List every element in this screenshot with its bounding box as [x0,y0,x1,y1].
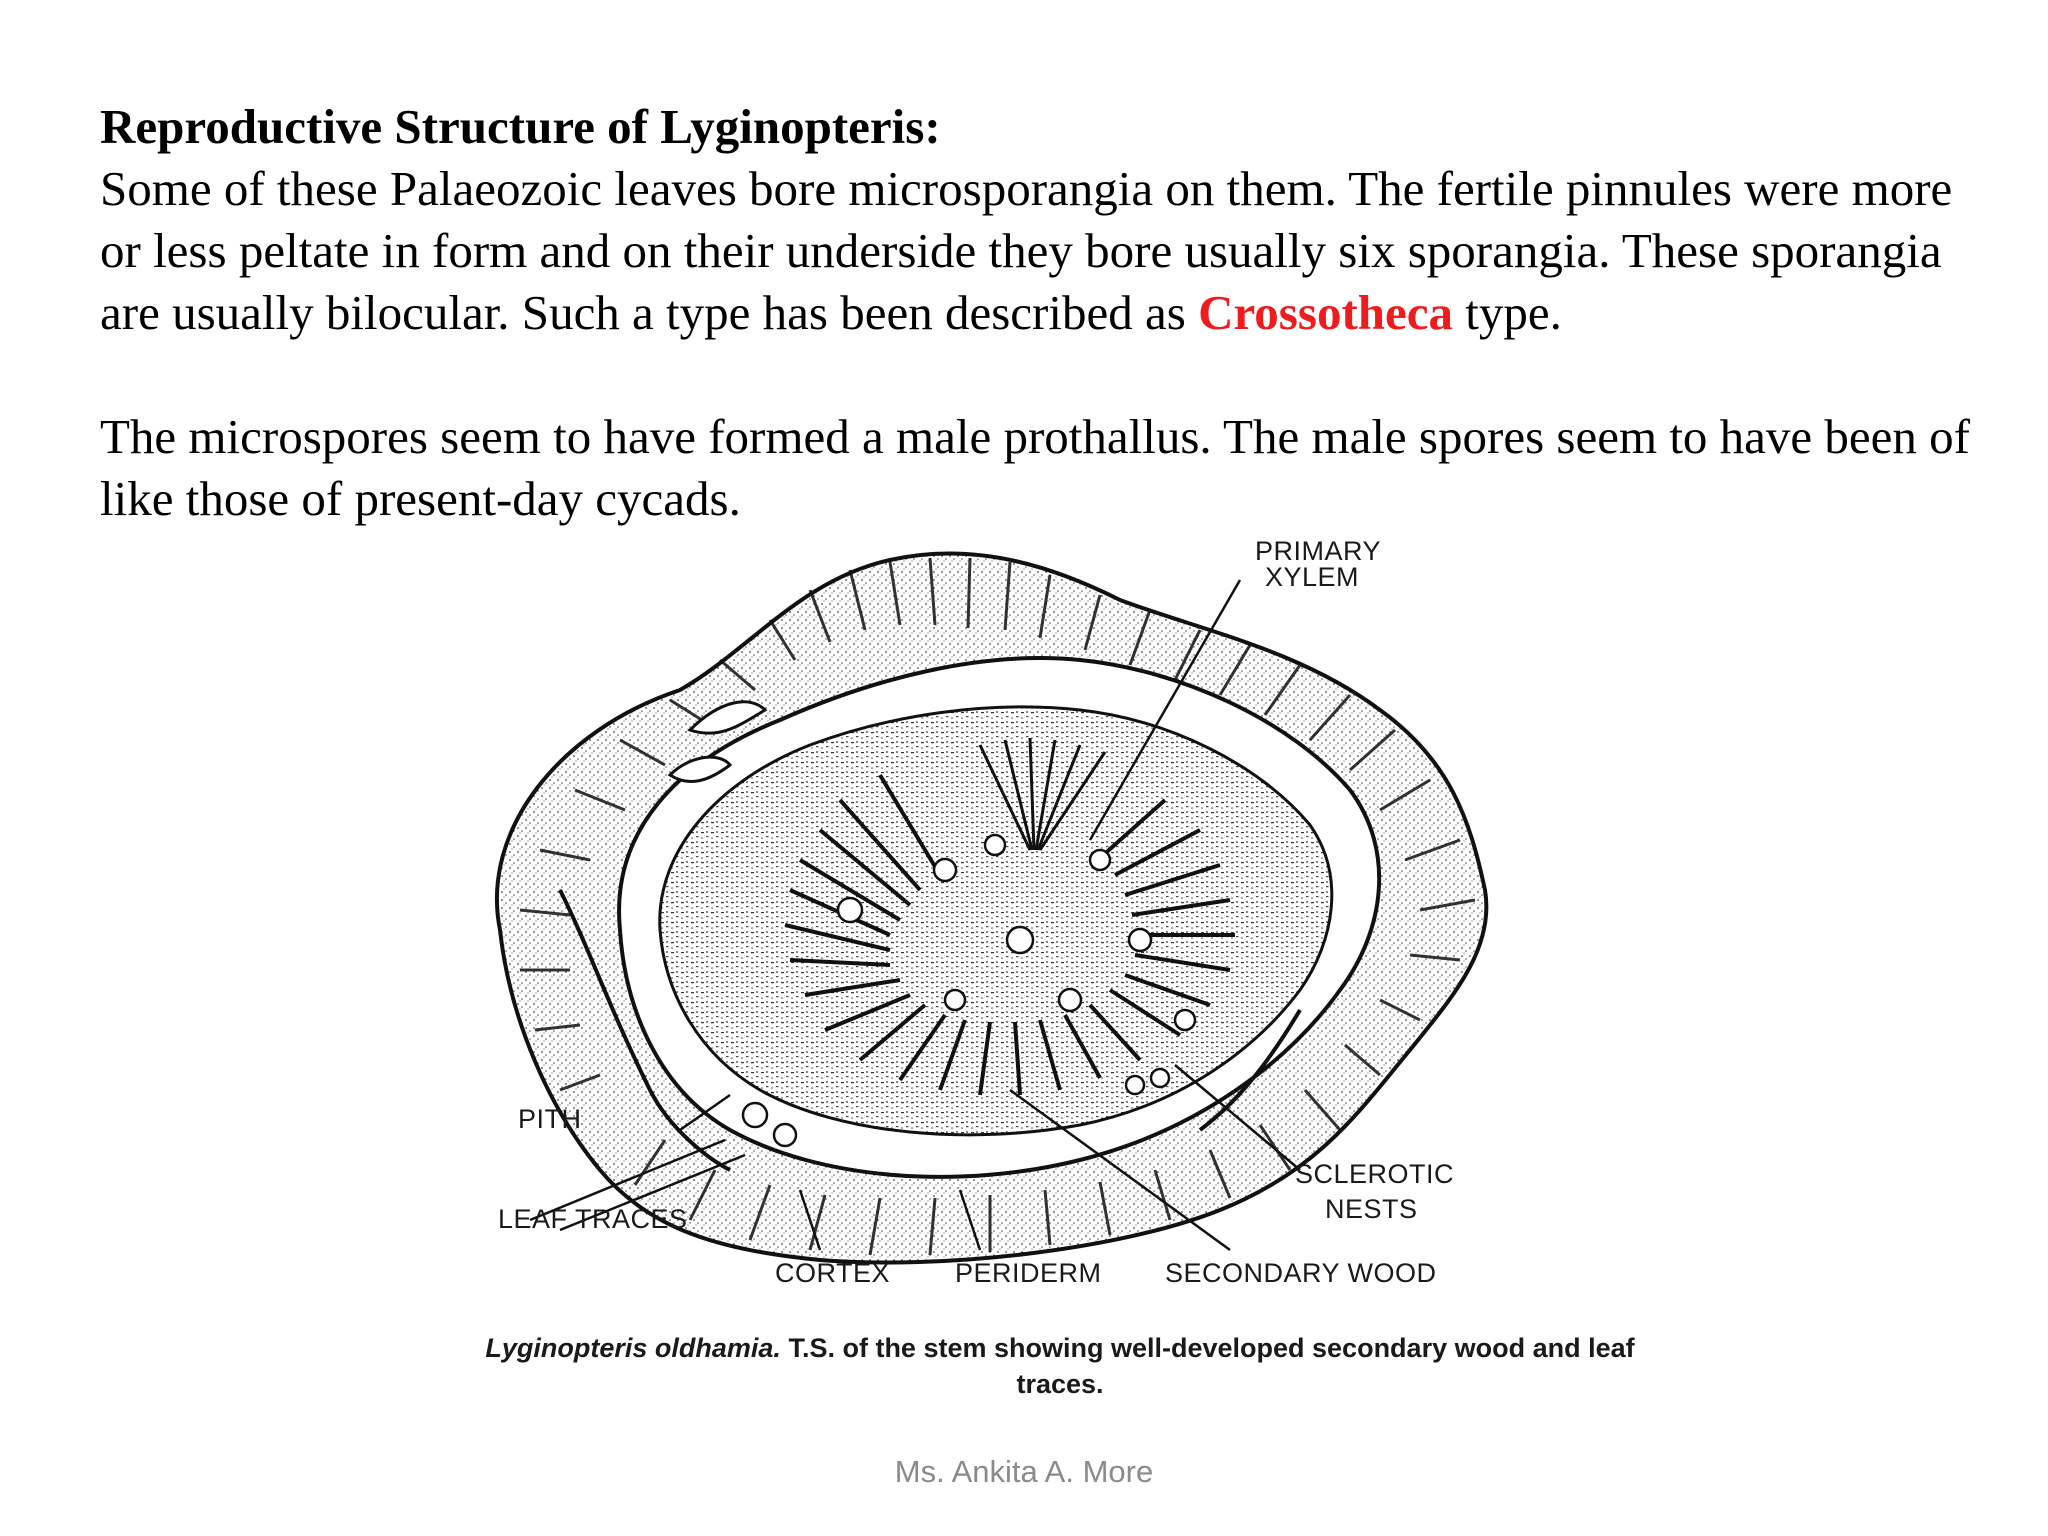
paragraph-1-end: type. [1465,285,1562,340]
figure-caption: Lyginopteris oldhamia. T.S. of the stem … [480,1330,1640,1402]
caption-species: Lyginopteris oldhamia. [485,1333,781,1363]
label-pith: PITH [518,1104,582,1134]
sclerotic-nests [741,833,1197,1148]
label-primary-xylem-line2: XYLEM [1265,562,1359,592]
primary-xylem-fan [978,737,1107,851]
label-primary-xylem-line1: PRIMARY [1255,536,1381,566]
secondary-wood-wedges [784,773,1235,1096]
caption-text: T.S. of the stem showing well-developed … [788,1333,1635,1399]
slide-text: Reproductive Structure of Lyginopteris: … [100,96,1980,530]
label-cortex: CORTEX [775,1258,890,1288]
leaf-trace-strand [1198,1008,1302,1132]
leaf-trace-lobe [687,700,768,735]
paragraph-1: Some of these Palaeozoic leaves bore mic… [100,158,1980,344]
paragraph-1-text: Some of these Palaeozoic leaves bore mic… [100,161,1953,340]
slide-heading: Reproductive Structure of Lyginopteris: [100,99,941,154]
label-sclerotic-line1: SCLEROTIC [1295,1159,1454,1189]
label-secondary-wood: SECONDARY WOOD [1165,1258,1437,1288]
label-leaf-traces: LEAF TRACES [498,1204,688,1234]
footer-author: Ms. Ankita A. More [894,1454,1154,1489]
label-sclerotic-line2: NESTS [1325,1194,1418,1224]
leaf-trace-lobe [667,755,733,784]
label-periderm: PERIDERM [955,1258,1102,1288]
leader-lines [529,579,1301,1252]
paragraph-2: The microspores seem to have formed a ma… [100,409,1970,526]
leaf-trace-strand [558,889,731,1172]
stem-diagram: PRIMARY XYLEM PITH LEAF TRACES SCLEROTIC… [494,536,1489,1288]
stem-cross-section-figure: PRIMARY XYLEM PITH LEAF TRACES SCLEROTIC… [420,530,1620,1420]
crossotheca-highlight: Crossotheca [1198,285,1454,340]
